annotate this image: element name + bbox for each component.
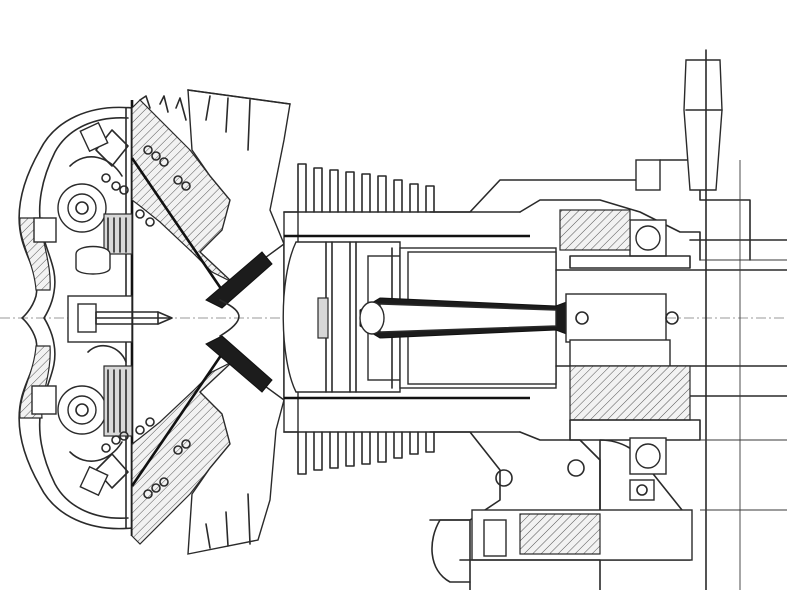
connecting-rod: [359, 293, 679, 343]
lower-rocker-assembly: [31, 344, 133, 497]
upper-valve-springs: [101, 145, 191, 227]
upper-rocker-assembly: [33, 121, 133, 275]
crankcase: [429, 49, 787, 590]
head-casting: [101, 89, 291, 555]
lower-valve-springs: [101, 417, 191, 499]
